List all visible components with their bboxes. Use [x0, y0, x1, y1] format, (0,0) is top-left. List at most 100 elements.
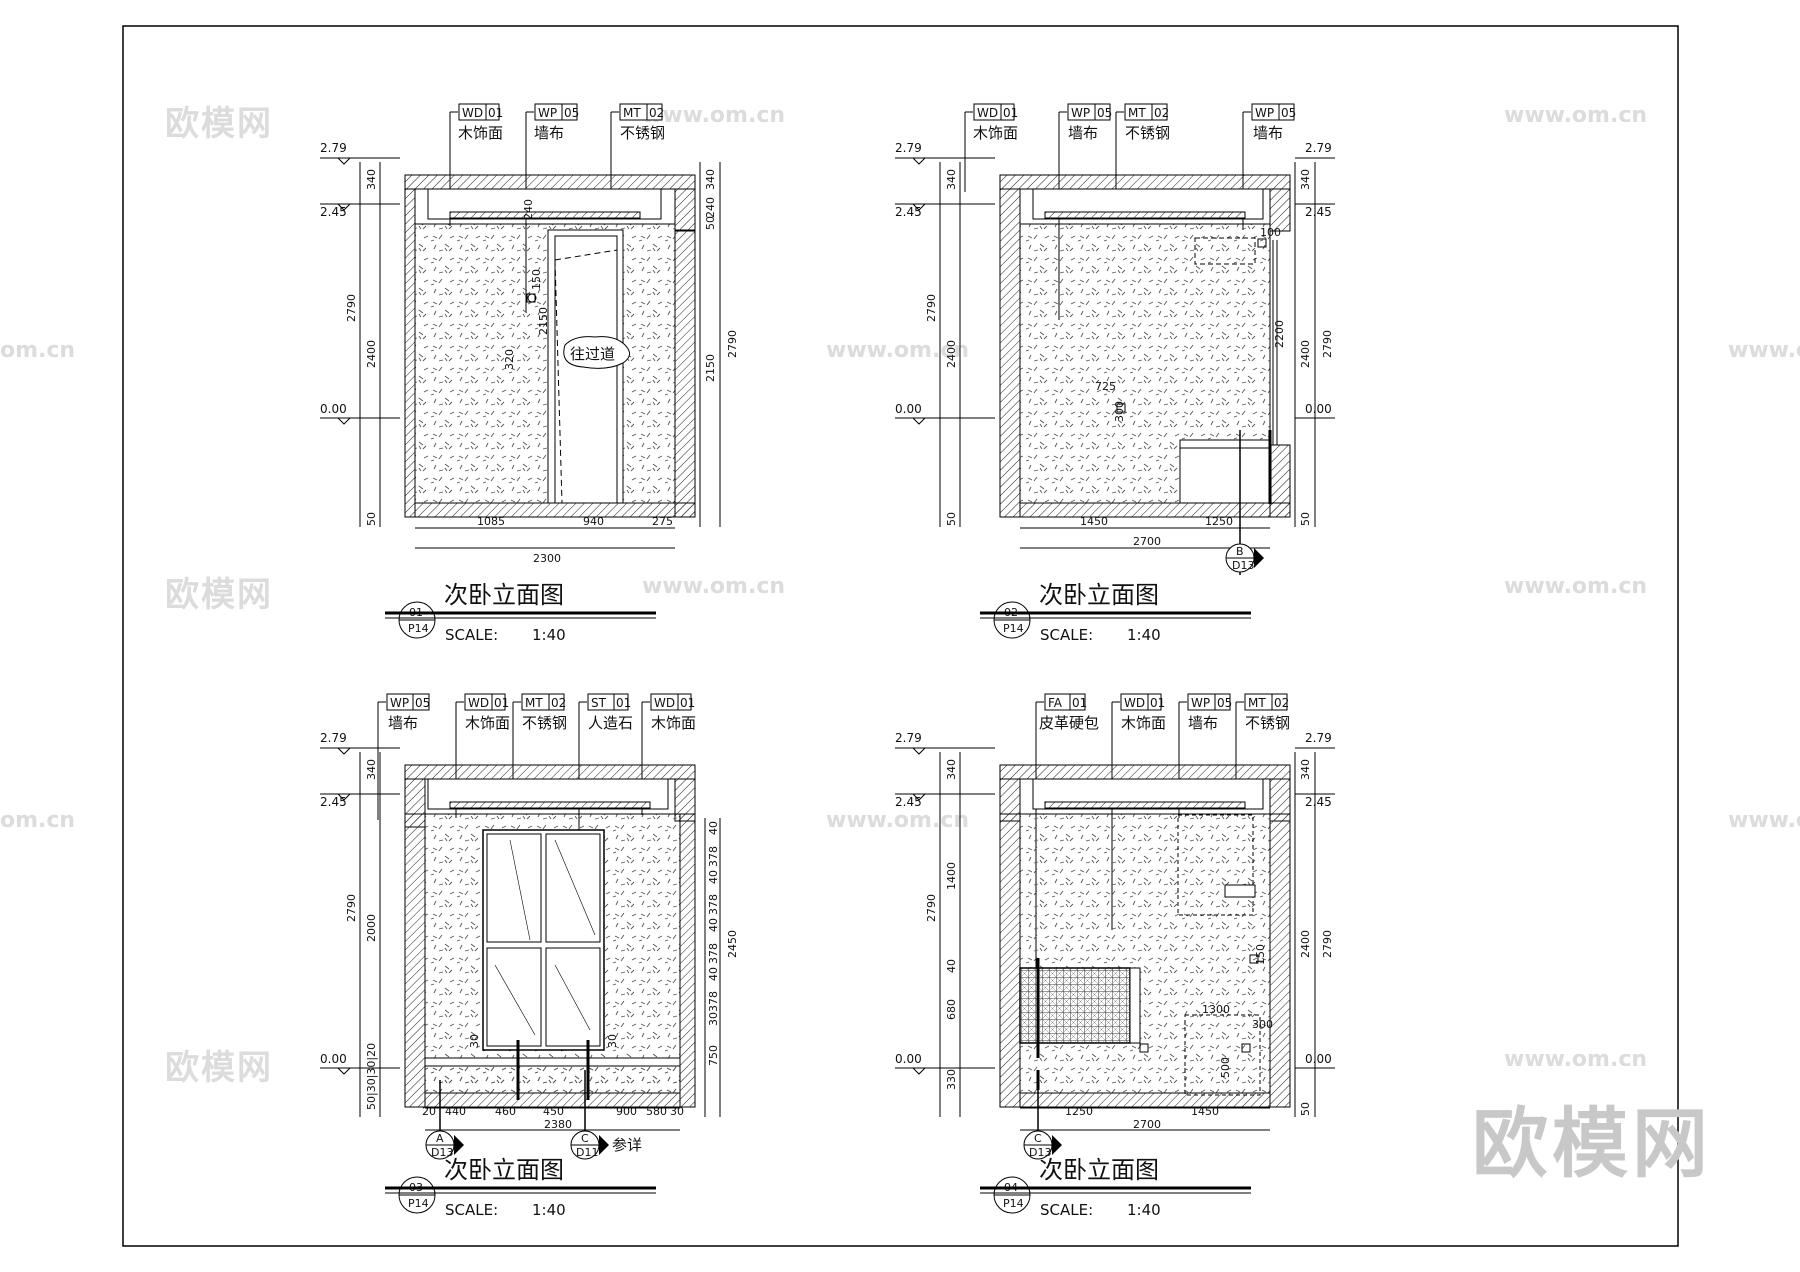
svg-text:378: 378	[707, 943, 720, 964]
svg-text:2.79: 2.79	[895, 141, 922, 155]
svg-text:次卧立面图: 次卧立面图	[444, 1156, 564, 1184]
svg-text:WD: WD	[462, 106, 483, 120]
watermark-url: om.cn	[0, 338, 76, 363]
svg-text:320: 320	[503, 349, 516, 370]
svg-text:2150: 2150	[704, 354, 717, 382]
svg-text:1085: 1085	[477, 515, 505, 528]
svg-text:50: 50	[704, 216, 717, 230]
svg-text:440: 440	[445, 1105, 466, 1118]
svg-text:378: 378	[707, 991, 720, 1012]
watermark-brand: 欧模网	[165, 1048, 273, 1088]
svg-text:D11: D11	[576, 1146, 598, 1159]
svg-text:2700: 2700	[1133, 1118, 1161, 1131]
svg-text:2.79: 2.79	[1305, 141, 1332, 155]
svg-text:01: 01	[680, 696, 695, 710]
svg-text:FA: FA	[1048, 696, 1063, 710]
svg-text:150: 150	[1254, 944, 1267, 965]
svg-text:378: 378	[707, 846, 720, 867]
svg-text:2000: 2000	[365, 914, 378, 942]
svg-text:2200: 2200	[1273, 320, 1286, 348]
svg-text:P14: P14	[1003, 1197, 1024, 1210]
svg-text:WP: WP	[1255, 106, 1274, 120]
wardrobe	[482, 829, 605, 1051]
level-marker: 2.79	[1295, 141, 1335, 159]
svg-text:次卧立面图: 次卧立面图	[444, 581, 564, 609]
svg-text:2790: 2790	[925, 294, 938, 322]
svg-text:50: 50	[1299, 1102, 1312, 1116]
svg-text:340: 340	[1299, 759, 1312, 780]
svg-text:B: B	[1236, 545, 1244, 558]
svg-text:不锈钢: 不锈钢	[1245, 714, 1290, 732]
svg-text:30: 30	[707, 1012, 720, 1026]
svg-text:340: 340	[945, 169, 958, 190]
svg-text:40: 40	[707, 918, 720, 932]
svg-text:木饰面: 木饰面	[1121, 714, 1166, 732]
svg-text:2.79: 2.79	[895, 731, 922, 745]
level-marker: 2.79	[895, 731, 995, 755]
svg-text:SCALE:: SCALE:	[445, 626, 498, 644]
svg-text:C: C	[581, 1132, 589, 1145]
svg-text:40: 40	[707, 870, 720, 884]
level-marker: 2.79	[320, 141, 400, 165]
svg-text:02: 02	[1274, 696, 1289, 710]
watermark-url: www.om.cn	[642, 103, 786, 128]
watermark-url: www.om.cn	[1504, 1047, 1648, 1072]
svg-text:2.45: 2.45	[1305, 795, 1332, 809]
svg-text:50: 50	[1299, 512, 1312, 526]
svg-text:725: 725	[1095, 380, 1116, 393]
watermark-brand: 欧模网	[165, 104, 273, 144]
svg-text:次卧立面图: 次卧立面图	[1039, 1156, 1159, 1184]
svg-text:02: 02	[649, 106, 664, 120]
svg-text:0.00: 0.00	[895, 402, 922, 416]
svg-text:MT: MT	[1248, 696, 1266, 710]
svg-text:0.00: 0.00	[320, 402, 347, 416]
svg-text:木饰面: 木饰面	[973, 124, 1018, 142]
svg-text:WD: WD	[1124, 696, 1145, 710]
svg-text:0.00: 0.00	[1305, 1052, 1332, 1066]
svg-text:1:40: 1:40	[532, 626, 566, 644]
level-marker: 0.00	[895, 1052, 995, 1075]
svg-text:D13: D13	[1029, 1146, 1051, 1159]
svg-text:P14: P14	[1003, 622, 1024, 635]
svg-text:2380: 2380	[544, 1118, 572, 1131]
svg-text:50|30|30|20: 50|30|30|20	[365, 1043, 378, 1110]
watermark-url: www.om.cn	[1504, 103, 1648, 128]
svg-text:木饰面: 木饰面	[465, 714, 510, 732]
svg-text:500: 500	[1219, 1057, 1232, 1078]
svg-text:580: 580	[646, 1105, 667, 1118]
svg-text:2400: 2400	[945, 340, 958, 368]
svg-text:340: 340	[945, 759, 958, 780]
svg-text:WD: WD	[654, 696, 675, 710]
svg-text:不锈钢: 不锈钢	[522, 714, 567, 732]
svg-text:340: 340	[1299, 169, 1312, 190]
sheet-border	[122, 25, 1679, 1247]
svg-text:MT: MT	[525, 696, 543, 710]
svg-text:2790: 2790	[925, 894, 938, 922]
svg-text:02: 02	[551, 696, 566, 710]
stacked-dimensions: 40 378 40 378 40 378 40 378 30 750	[707, 821, 720, 1066]
bottom-dimensions: 20 440 460 450 900 580 30	[422, 1105, 684, 1118]
svg-text:ST: ST	[591, 696, 607, 710]
drawing-title-block: 04P14 次卧立面图 SCALE: 1:40	[980, 1156, 1251, 1219]
svg-text:2.45: 2.45	[895, 205, 922, 219]
svg-text:2150: 2150	[537, 307, 550, 335]
svg-text:300: 300	[1113, 401, 1126, 422]
svg-text:WD: WD	[468, 696, 489, 710]
svg-text:皮革硬包: 皮革硬包	[1039, 714, 1099, 732]
svg-text:2700: 2700	[1133, 535, 1161, 548]
svg-text:1250: 1250	[1065, 1105, 1093, 1118]
svg-text:2.45: 2.45	[895, 795, 922, 809]
